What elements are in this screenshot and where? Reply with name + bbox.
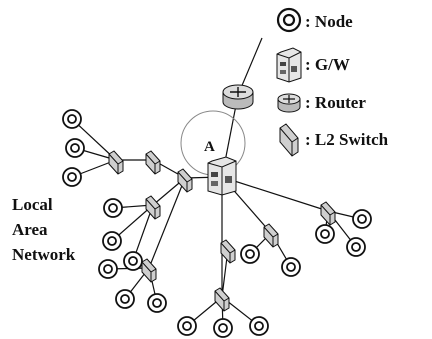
l2-switch-icon [177, 168, 193, 193]
legend-router-label: : Router [305, 93, 366, 112]
node-icon [281, 257, 301, 277]
legend-l2-switch-icon [279, 123, 299, 157]
link-node-6 [132, 204, 154, 262]
legend: : Node : G/W : Router : L2 Switch [276, 7, 389, 157]
link-gw-s9 [221, 176, 329, 212]
node-icon [240, 244, 260, 264]
node-icon [213, 318, 233, 338]
node-icon [62, 109, 82, 129]
lan-label-line-3: Network [12, 245, 76, 264]
l2-switch-icon [320, 201, 336, 226]
router-icon [222, 84, 254, 110]
legend-node-label: : Node [305, 12, 353, 31]
gateway-icon [207, 156, 237, 196]
legend-gateway-label: : G/W [305, 55, 350, 74]
legend-router-icon [277, 93, 301, 113]
l2-switch-icon [214, 287, 230, 312]
node-icon [98, 259, 118, 279]
node-icon [123, 251, 143, 271]
lan-label-line-2: Area [12, 220, 48, 239]
l2-switch-icon [141, 258, 157, 283]
l2-switch-icon [108, 150, 124, 175]
network-devices [62, 84, 372, 338]
node-icon [346, 237, 366, 257]
node-icon [177, 316, 197, 336]
l2-switch-icon [145, 195, 161, 220]
node-icon [115, 289, 135, 309]
l2-switch-icon [220, 239, 236, 264]
legend-l2-switch-label: : L2 Switch [305, 130, 389, 149]
legend-node-icon [276, 7, 302, 33]
link-node-1 [71, 118, 117, 161]
l2-switch-icon [263, 223, 279, 248]
lan-label-line-1: Local [12, 195, 53, 214]
link-s3-s5 [148, 177, 186, 269]
node-icon [315, 224, 335, 244]
node-icon [102, 231, 122, 251]
node-icon [249, 316, 269, 336]
node-icon [352, 209, 372, 229]
region-a-label: A [204, 139, 215, 155]
legend-gateway-icon [276, 47, 302, 83]
node-icon [65, 138, 85, 158]
node-icon [62, 167, 82, 187]
l2-switch-icon [145, 150, 161, 175]
node-icon [147, 293, 167, 313]
node-icon [103, 198, 123, 218]
